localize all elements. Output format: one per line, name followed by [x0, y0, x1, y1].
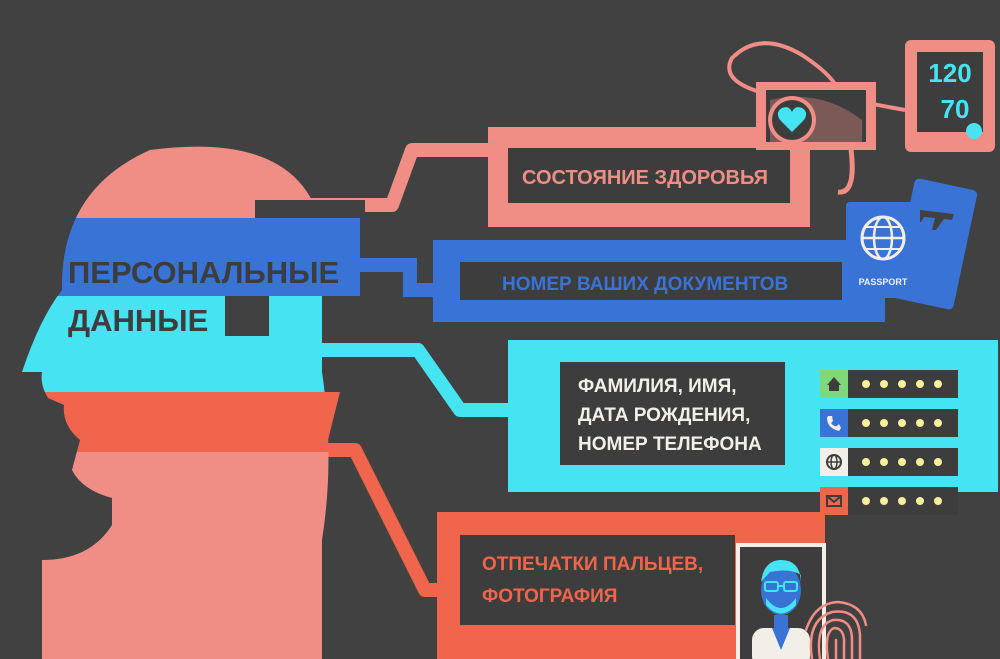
- masked-dot: [934, 419, 942, 427]
- globe-icon: [820, 448, 848, 476]
- person-photo-icon: [736, 543, 826, 659]
- field-row: [820, 448, 958, 476]
- health-label: СОСТОЯНИЕ ЗДОРОВЬЯ: [522, 167, 768, 189]
- masked-dot: [898, 497, 906, 505]
- masked-dot: [880, 419, 888, 427]
- blood-pressure-monitor-icon: 120 70: [905, 40, 995, 152]
- personal-line1: ФАМИЛИЯ, ИМЯ,: [578, 376, 737, 397]
- masked-dot: [880, 497, 888, 505]
- mail-icon: [820, 487, 848, 515]
- field-row: [820, 487, 958, 515]
- masked-dot: [880, 380, 888, 388]
- home-icon: [820, 370, 848, 398]
- head-title-line2: ДАННЫЕ: [68, 303, 208, 338]
- blue-band-extension: [255, 218, 360, 296]
- blood-pressure-cuff: [756, 82, 876, 150]
- masked-dot: [934, 380, 942, 388]
- passport-icon: PASSPORT: [846, 202, 920, 298]
- personal-line3: НОМЕР ТЕЛЕФОНА: [578, 434, 762, 455]
- masked-dot: [862, 419, 870, 427]
- masked-dot: [898, 458, 906, 466]
- monitor-cable: [727, 41, 906, 112]
- personal-line2: ДАТА РОЖДЕНИЯ,: [578, 405, 750, 426]
- masked-dot: [934, 497, 942, 505]
- personal-connector: [265, 343, 510, 417]
- heart-icon: [777, 107, 807, 132]
- plane-icon: [918, 210, 954, 230]
- fingerprint-icon: [804, 600, 868, 659]
- monitor-top-value: 120: [928, 58, 971, 88]
- monitor-bottom-value: 70: [941, 94, 970, 124]
- masked-dot: [916, 458, 924, 466]
- masked-dot: [880, 458, 888, 466]
- coral-band-extension: [230, 392, 340, 452]
- biometrics-line2: ФОТОГРАФИЯ: [482, 586, 617, 607]
- personal-field-rows: [820, 370, 958, 515]
- masked-dot: [862, 458, 870, 466]
- biometrics-line1: ОТПЕЧАТКИ ПАЛЬЦЕВ,: [482, 554, 703, 575]
- passport-text: PASSPORT: [859, 277, 908, 287]
- documents-label: НОМЕР ВАШИХ ДОКУМЕНТОВ: [502, 274, 788, 295]
- masked-dot: [862, 380, 870, 388]
- head-title-line1: ПЕРСОНАЛЬНЫЕ: [68, 255, 339, 290]
- masked-dot: [916, 419, 924, 427]
- field-row: [820, 409, 958, 437]
- phone-icon: [820, 409, 848, 437]
- head-notch: [255, 200, 365, 218]
- masked-dot: [916, 380, 924, 388]
- masked-dot: [934, 458, 942, 466]
- masked-dot: [898, 380, 906, 388]
- field-row: [820, 370, 958, 398]
- masked-dot: [916, 497, 924, 505]
- masked-dot: [898, 419, 906, 427]
- head-silhouette: [22, 146, 329, 659]
- documents-panel: НОМЕР ВАШИХ ДОКУМЕНТОВ: [433, 240, 885, 322]
- head-notch-2: [225, 296, 269, 336]
- masked-dot: [862, 497, 870, 505]
